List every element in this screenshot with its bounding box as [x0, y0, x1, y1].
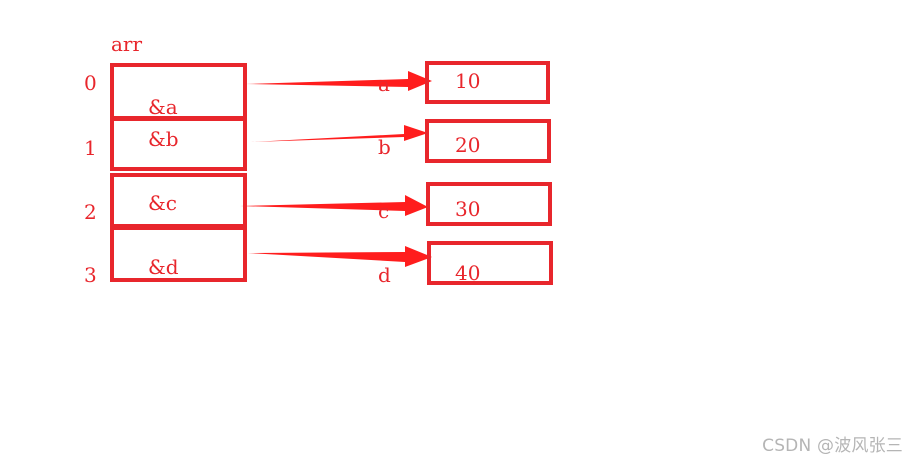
variable-name-a: a	[378, 72, 390, 96]
variable-name-c: c	[378, 199, 390, 223]
variable-value-c: 30	[455, 197, 481, 221]
index-label-3: 3	[84, 263, 97, 287]
array-name-label: arr	[111, 32, 143, 56]
array-cell-2	[110, 173, 247, 228]
index-label-0: 0	[84, 71, 97, 95]
csdn-watermark: CSDN @波风张三	[762, 436, 903, 456]
array-cell-3	[110, 226, 247, 282]
cell-address-1: &b	[148, 127, 179, 151]
variable-box-d	[427, 241, 553, 285]
index-label-1: 1	[84, 136, 97, 160]
cell-address-3: &d	[148, 255, 179, 279]
cell-address-0: &a	[148, 95, 178, 119]
variable-box-c	[426, 182, 552, 226]
variable-value-d: 40	[455, 261, 481, 285]
variable-box-b	[425, 119, 551, 163]
index-label-2: 2	[84, 200, 97, 224]
variable-box-a	[425, 61, 550, 104]
arrow-1	[251, 125, 428, 142]
arrow-0	[246, 71, 432, 91]
array-cell-0	[110, 63, 247, 121]
variable-value-a: 10	[455, 69, 481, 93]
variable-value-b: 20	[455, 133, 481, 157]
arrow-3	[248, 246, 432, 267]
cell-address-2: &c	[148, 191, 178, 215]
arrow-2	[240, 195, 428, 216]
variable-name-d: d	[378, 263, 391, 287]
variable-name-b: b	[378, 135, 391, 159]
array-cell-1	[110, 116, 247, 171]
